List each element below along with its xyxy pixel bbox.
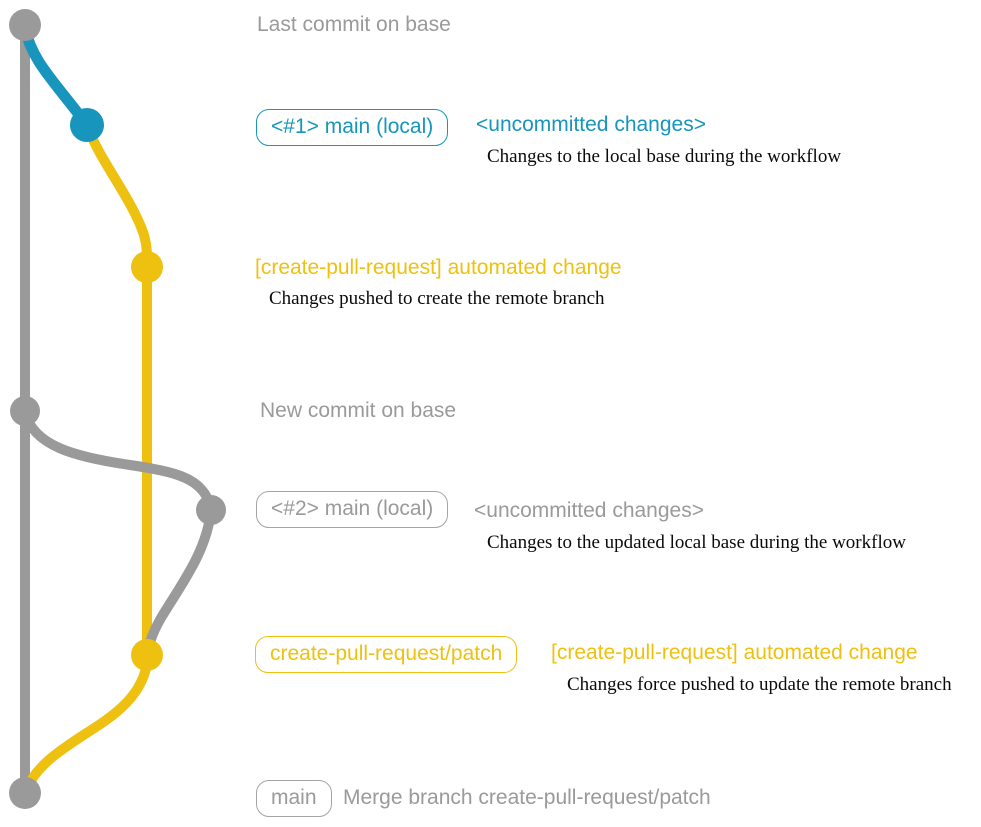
commit-message-merge: Merge branch create-pull-request/patch: [343, 786, 711, 809]
label-last-commit-on-base: Last commit on base: [257, 13, 451, 36]
commit-dot-new-base: [10, 396, 40, 426]
description-local-base-changes-2: Changes to the updated local base during…: [487, 532, 906, 553]
label-new-commit-on-base: New commit on base: [260, 399, 457, 422]
commit-message-automated-change-2: [create-pull-request] automated change: [551, 641, 918, 664]
status-uncommitted-changes-1: <uncommitted changes>: [476, 113, 706, 136]
local-main-to-remote-curve: [143, 505, 216, 660]
remote-branch-line: [82, 120, 152, 660]
branch-badge-main-local-1: <#1> main (local): [256, 109, 449, 146]
commit-dot-main-local-1: [70, 108, 104, 142]
commit-dot-remote-created: [131, 251, 163, 283]
description-push-create-branch: Changes pushed to create the remote bran…: [269, 288, 605, 309]
commit-dot-merge: [9, 777, 41, 809]
local-main-branch-curve: [19, 22, 93, 131]
description-force-push-update-branch: Changes force pushed to update the remot…: [567, 674, 952, 695]
description-local-base-changes-1: Changes to the local base during the wor…: [487, 146, 842, 167]
branch-badge-create-pull-request-patch: create-pull-request/patch: [255, 636, 518, 673]
branch-badge-main-local-2: <#2> main (local): [256, 491, 449, 528]
status-uncommitted-changes-2: <uncommitted changes>: [474, 499, 704, 522]
base-to-local-main-curve: [20, 407, 216, 513]
remote-to-merge-curve: [21, 650, 153, 795]
commit-dot-remote-updated: [131, 639, 163, 671]
branch-badge-main: main: [256, 780, 332, 817]
commit-dot-last-base: [9, 9, 41, 41]
commit-message-automated-change-1: [create-pull-request] automated change: [255, 256, 622, 279]
commit-dot-main-local-2: [196, 495, 226, 525]
